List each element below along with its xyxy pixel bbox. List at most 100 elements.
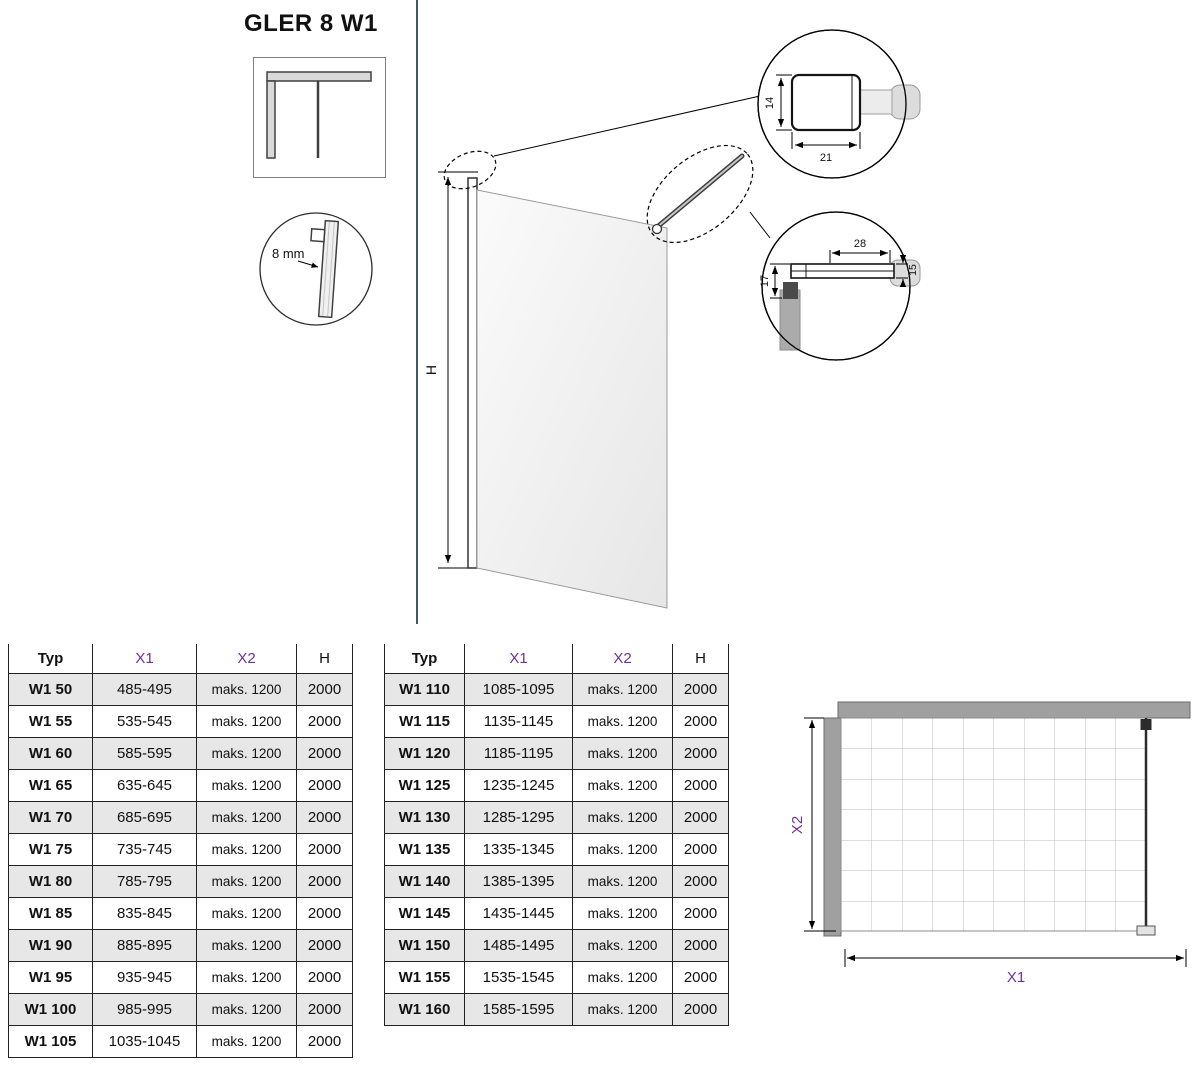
- wall-profile-section: [790, 73, 862, 132]
- spec-cell: maks. 1200: [196, 864, 297, 898]
- glass-cross-section: [310, 219, 340, 319]
- spec-cell: 2000: [672, 768, 729, 802]
- spec-cell: W1 160: [384, 992, 465, 1026]
- spec-cell: W1 155: [384, 960, 465, 994]
- bar-drop-label: 17: [759, 275, 771, 287]
- spec-cell: 635-645: [92, 768, 197, 802]
- spec-cell: 2000: [672, 800, 729, 834]
- spec-cell: maks. 1200: [196, 800, 297, 834]
- spec-cell: 935-945: [92, 960, 197, 994]
- top-wall: [837, 701, 1191, 719]
- spec-cell: W1 120: [384, 736, 465, 770]
- spec-cell: maks. 1200: [196, 736, 297, 770]
- glass-grid: [840, 717, 1147, 932]
- spec-cell: maks. 1200: [196, 992, 297, 1026]
- glass-thickness-detail: 8 mm: [259, 212, 373, 326]
- left-wall: [823, 717, 842, 937]
- profile-detail-circle: 14 21: [757, 29, 921, 179]
- column-header-x2: X2: [572, 644, 673, 674]
- spec-cell: maks. 1200: [572, 960, 673, 994]
- spec-cell: W1 125: [384, 768, 465, 802]
- spec-cell: maks. 1200: [196, 1024, 297, 1058]
- spec-cell: 1085-1095: [464, 672, 573, 706]
- spec-cell: maks. 1200: [196, 896, 297, 930]
- spec-cell: W1 80: [8, 864, 93, 898]
- spec-cell: 2000: [296, 832, 353, 866]
- spec-cell: 2000: [296, 736, 353, 770]
- icon-side-wall: [266, 80, 276, 159]
- wall-profile: [467, 177, 478, 569]
- profile-height-label: 14: [764, 97, 776, 109]
- spec-cell: W1 55: [8, 704, 93, 738]
- bar-drop-dimension: 17: [759, 263, 790, 299]
- spec-cell: maks. 1200: [196, 704, 297, 738]
- spec-cell: 1135-1145: [464, 704, 573, 738]
- icon-wall-bar: [266, 71, 372, 82]
- spec-cell: 2000: [296, 864, 353, 898]
- column-header-x2: X2: [196, 644, 297, 674]
- spec-cell: 1435-1445: [464, 896, 573, 930]
- spec-cell: 2000: [296, 800, 353, 834]
- spec-cell: 785-795: [92, 864, 197, 898]
- x1-label: X1: [1007, 969, 1025, 986]
- spec-cell: 2000: [672, 736, 729, 770]
- spec-cell: 2000: [296, 960, 353, 994]
- vertical-divider: [416, 0, 418, 624]
- leader-line-profile: [493, 95, 761, 157]
- spec-cell: 2000: [296, 896, 353, 930]
- spec-cell: 2000: [296, 1024, 353, 1058]
- bottom-foot-plan: [1136, 925, 1156, 936]
- spec-cell: 1035-1045: [92, 1024, 197, 1058]
- spec-cell: 2000: [672, 704, 729, 738]
- product-diagram: H 14: [423, 29, 921, 609]
- spec-cell: 2000: [672, 960, 729, 994]
- bar-length-label: 28: [854, 238, 866, 250]
- spec-cell: 1285-1295: [464, 800, 573, 834]
- spec-cell: 985-995: [92, 992, 197, 1026]
- profile-width-label: 21: [820, 152, 832, 164]
- glass-in-profile: [857, 89, 893, 115]
- configuration-icon-box: [253, 57, 386, 178]
- spec-cell: 835-845: [92, 896, 197, 930]
- spec-cell: W1 70: [8, 800, 93, 834]
- spec-cell: 2000: [672, 896, 729, 930]
- glass-thickness-label: 8 mm: [272, 246, 305, 261]
- spec-cell: 1385-1395: [464, 864, 573, 898]
- spec-cell: maks. 1200: [572, 672, 673, 706]
- column-header-x1: X1: [464, 644, 573, 674]
- spec-cell: 1585-1595: [464, 992, 573, 1026]
- spec-cell: maks. 1200: [572, 864, 673, 898]
- spec-cell: 1535-1545: [464, 960, 573, 994]
- bar-thickness-dimension: 15: [896, 254, 919, 288]
- spec-cell: W1 135: [384, 832, 465, 866]
- spec-cell: 2000: [296, 928, 353, 962]
- bar-length-dimension: 28: [829, 238, 891, 263]
- spec-cell: maks. 1200: [572, 736, 673, 770]
- spec-cell: 735-745: [92, 832, 197, 866]
- glass-panel: [476, 189, 668, 609]
- x2-dimension: X2: [789, 717, 836, 932]
- profile-width-dimension: 21: [791, 132, 861, 164]
- spec-cell: maks. 1200: [572, 928, 673, 962]
- spec-cell: W1 60: [8, 736, 93, 770]
- spec-cell: 2000: [296, 768, 353, 802]
- spec-cell: 585-595: [92, 736, 197, 770]
- wall-anchor: [783, 282, 798, 299]
- column-header-h: H: [296, 644, 353, 674]
- spec-cell: W1 130: [384, 800, 465, 834]
